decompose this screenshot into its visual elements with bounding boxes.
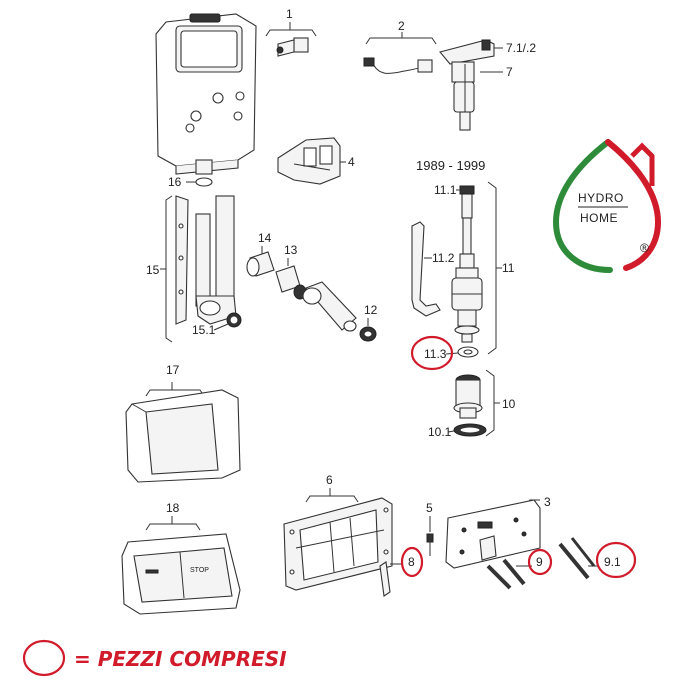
included-part-marker-11-3 bbox=[410, 335, 454, 371]
part-16-seal bbox=[186, 177, 213, 187]
legend-text: = PEZZI COMPRESI bbox=[74, 647, 287, 671]
callout-11-2: 11.2 bbox=[432, 251, 455, 265]
part-5-screw bbox=[426, 516, 434, 556]
callout-14: 14 bbox=[258, 231, 272, 245]
callout-2: 2 bbox=[398, 19, 405, 33]
cistern-body bbox=[155, 13, 257, 175]
callout-9: 9 bbox=[536, 555, 543, 569]
callout-9-1: 9.1 bbox=[604, 555, 621, 569]
part-9-1-rod bbox=[558, 537, 598, 580]
callout-7: 7 bbox=[506, 65, 513, 79]
legend: = PEZZI COMPRESI bbox=[22, 639, 287, 677]
included-part-marker-9-1 bbox=[595, 541, 637, 579]
callout-15: 15 bbox=[146, 263, 160, 277]
part-1-connector bbox=[265, 22, 317, 57]
part-6-mounting-frame bbox=[283, 488, 393, 591]
included-part-marker-8 bbox=[400, 546, 424, 578]
part-11-2-lever bbox=[411, 221, 441, 317]
part-2-hose bbox=[363, 32, 437, 74]
part-12-pipe bbox=[302, 281, 377, 342]
part-14-socket bbox=[246, 246, 275, 277]
part-8-clip bbox=[379, 561, 402, 597]
included-part-marker-9 bbox=[527, 548, 553, 576]
part-3-base-plate bbox=[445, 499, 541, 569]
callout-11-1: 11.1 bbox=[434, 183, 457, 197]
logo-registered: ® bbox=[640, 241, 649, 255]
callout-10: 10 bbox=[502, 397, 516, 411]
part-10-1-seal bbox=[447, 423, 487, 437]
part-18-flush-plate: STOP bbox=[121, 516, 241, 615]
part-9-rod bbox=[486, 558, 532, 590]
part-11-3-washer bbox=[445, 346, 479, 358]
callout-5: 5 bbox=[426, 501, 433, 515]
callout-12: 12 bbox=[364, 303, 378, 317]
logo-line-2: HOME bbox=[580, 211, 618, 225]
part-15-support-rail bbox=[160, 195, 237, 343]
callout-1: 1 bbox=[286, 7, 293, 21]
part-17-flush-plate bbox=[125, 382, 241, 483]
callout-6: 6 bbox=[326, 473, 333, 487]
callout-7-1-2: 7.1/.2 bbox=[506, 41, 536, 55]
callout-3: 3 bbox=[544, 495, 551, 509]
era-label: 1989 - 1999 bbox=[416, 158, 485, 173]
callout-18: 18 bbox=[166, 501, 180, 515]
callout-15-1: 15.1 bbox=[192, 323, 216, 337]
callout-17: 17 bbox=[166, 363, 180, 377]
callout-8: 8 bbox=[408, 555, 415, 569]
part-15-1-ring bbox=[213, 312, 242, 331]
callout-13: 13 bbox=[284, 243, 298, 257]
plate-stop-text: STOP bbox=[190, 567, 209, 574]
logo-line-1: HYDRO bbox=[578, 191, 624, 205]
part-11-flush-valve bbox=[451, 181, 502, 355]
part-13-elbow bbox=[275, 258, 307, 300]
callout-10-1: 10.1 bbox=[428, 425, 452, 439]
hydro-home-logo: HYDRO HOME ® bbox=[552, 139, 662, 273]
part-7-fill-valve bbox=[439, 39, 503, 131]
part-10-valve-housing bbox=[453, 369, 500, 437]
part-4-bracket bbox=[277, 137, 346, 185]
callout-4: 4 bbox=[348, 155, 355, 169]
callout-16: 16 bbox=[168, 175, 182, 189]
callout-11-3: 11.3 bbox=[424, 347, 447, 361]
callout-11: 11 bbox=[502, 261, 515, 275]
legend-marker-circle bbox=[22, 639, 66, 677]
